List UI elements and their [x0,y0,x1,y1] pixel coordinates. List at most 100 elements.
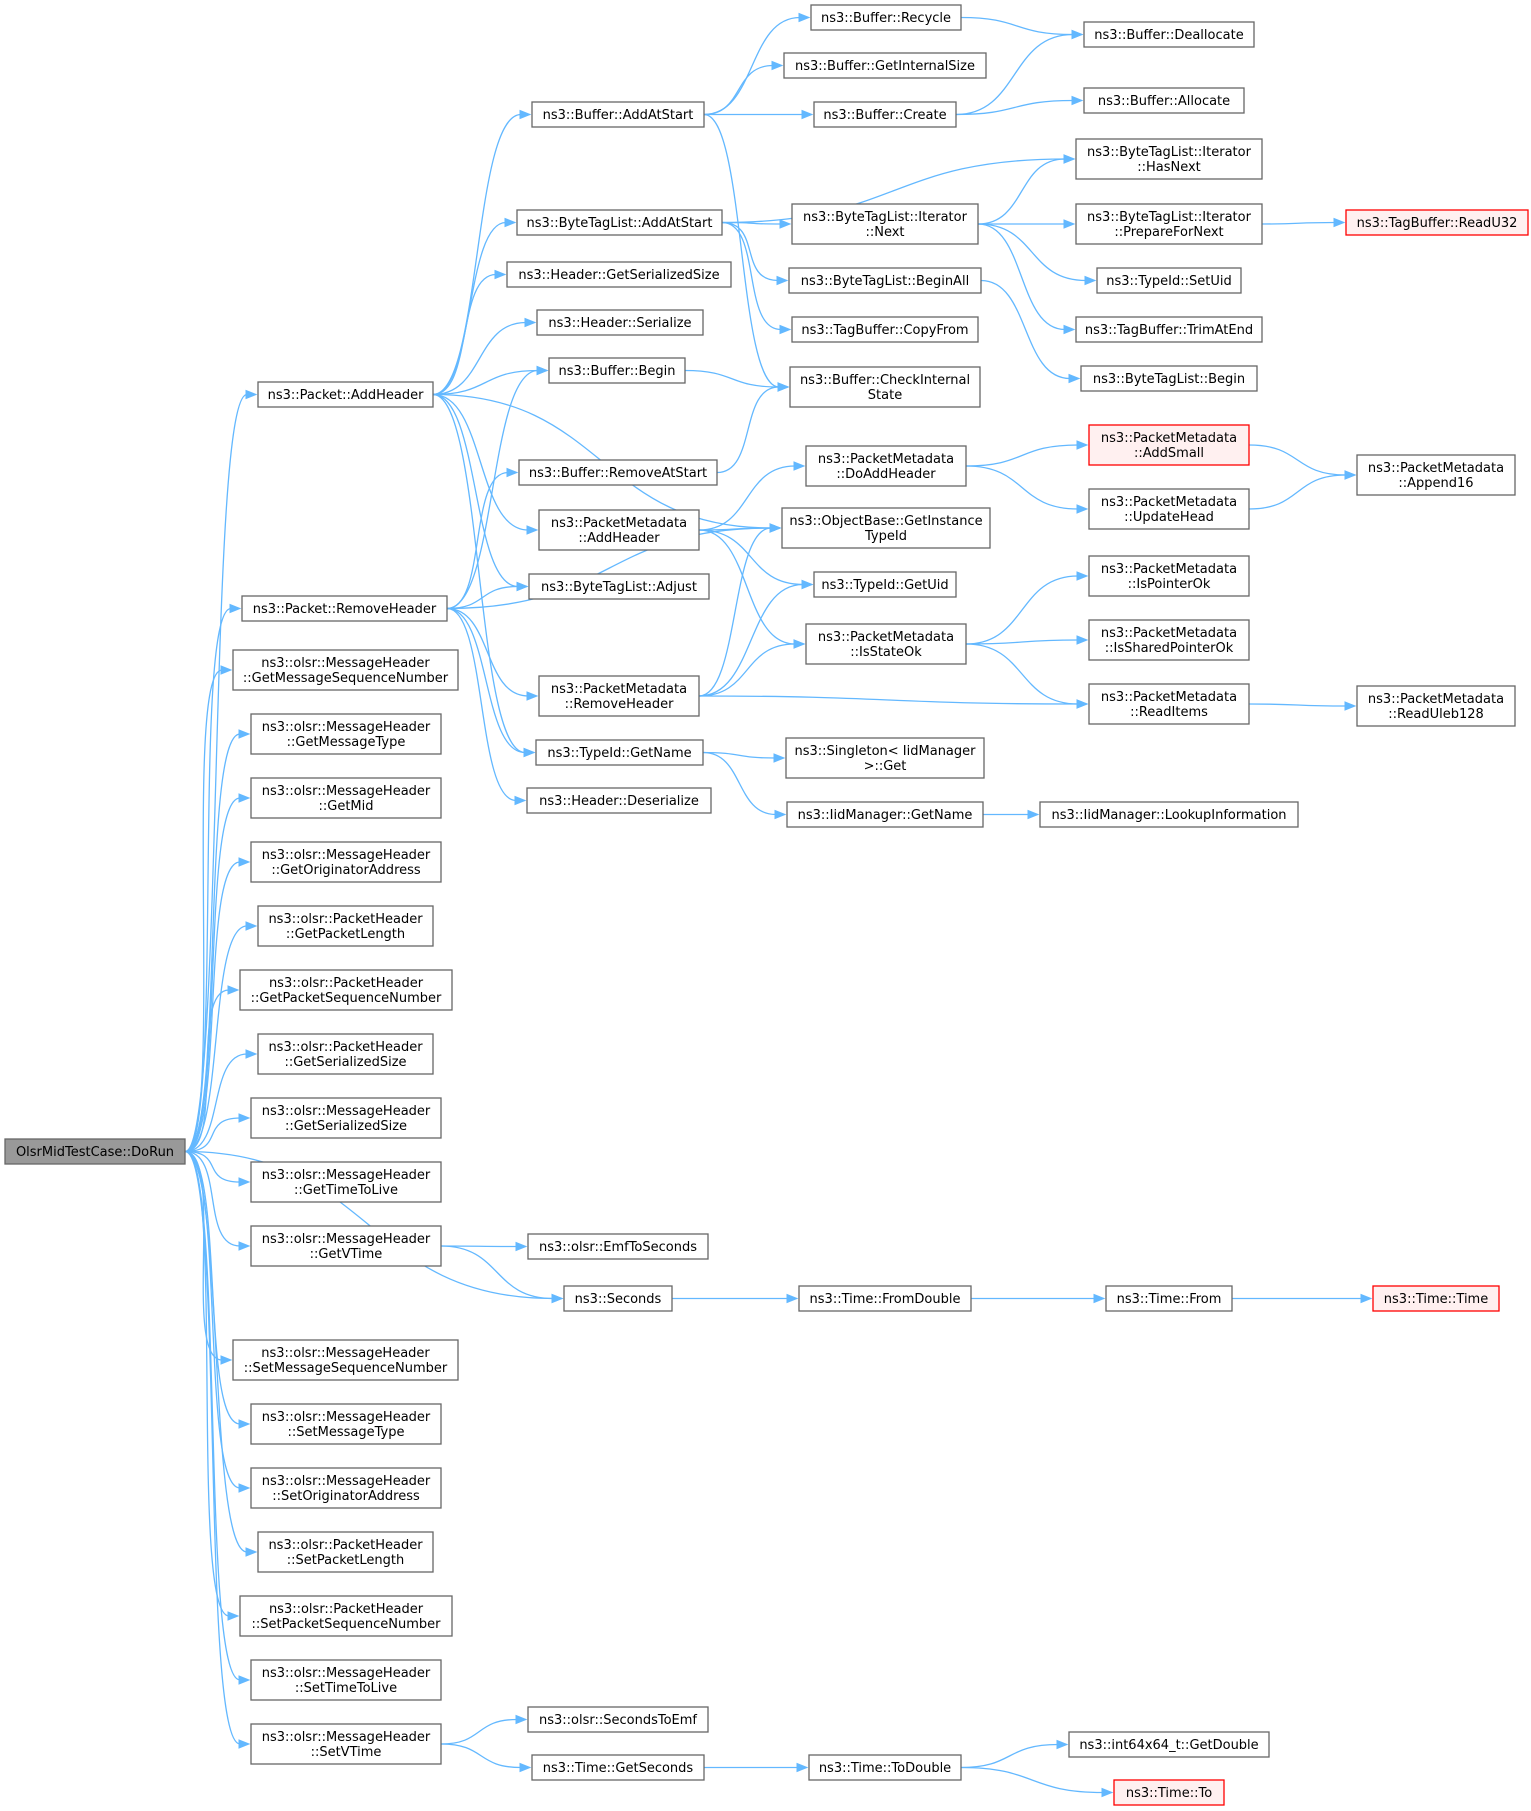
node-tid-getuid[interactable]: ns3::TypeId::GetUid [813,571,957,598]
node-time-getseconds[interactable]: ns3::Time::GetSeconds [531,1754,705,1781]
node-buf-addatstart[interactable]: ns3::Buffer::AddAtStart [531,101,705,128]
node-mh-getsersize[interactable]: ns3::olsr::MessageHeader::GetSerializedS… [250,1097,442,1139]
edge-btli-next-to-tid-setuid [977,223,1097,286]
node-mh-setorig[interactable]: ns3::olsr::MessageHeader::SetOriginatorA… [250,1467,442,1509]
node-label: ns3::olsr::MessageHeader [262,1666,431,1681]
node-box [805,623,967,665]
node-time-todouble[interactable]: ns3::Time::ToDouble [808,1754,962,1781]
node-btli-hasnext[interactable]: ns3::ByteTagList::Iterator::HasNext [1075,138,1263,180]
node-iid-getname[interactable]: ns3::IidManager::GetName [786,801,984,828]
node-mh-setttl[interactable]: ns3::olsr::MessageHeader::SetTimeToLive [250,1659,442,1701]
node-singleton-get[interactable]: ns3::Singleton< IidManager >::Get [785,737,985,779]
node-label: ns3::Buffer::Allocate [1098,94,1230,109]
node-label: ns3::Buffer::AddAtStart [543,108,694,123]
node-tid-getname[interactable]: ns3::TypeId::GetName [535,739,704,766]
node-label: ns3::PacketMetadata [818,452,954,467]
edge-root-to-mh-getmsgtype [184,729,251,1153]
node-seconds-toemf[interactable]: ns3::olsr::SecondsToEmf [527,1706,709,1733]
node-time-time[interactable]: ns3::Time::Time [1372,1285,1500,1312]
node-btl-adjust[interactable]: ns3::ByteTagList::Adjust [528,573,710,600]
node-pm-readuleb128[interactable]: ns3::PacketMetadata::ReadUleb128 [1356,685,1516,727]
node-buf-deallocate[interactable]: ns3::Buffer::Deallocate [1083,21,1255,48]
node-label: ::SetMessageType [288,1425,405,1440]
node-pm-addheader[interactable]: ns3::PacketMetadata::AddHeader [538,509,700,551]
node-mh-setmsgtype[interactable]: ns3::olsr::MessageHeader::SetMessageType [250,1403,442,1445]
node-box [527,1706,709,1733]
node-box [257,1033,434,1075]
node-mh-getttl[interactable]: ns3::olsr::MessageHeader::GetTimeToLive [250,1161,442,1203]
node-ph-setseq[interactable]: ns3::olsr::PacketHeader::SetPacketSequen… [239,1595,453,1637]
node-tagbuf-trimatend[interactable]: ns3::TagBuffer::TrimAtEnd [1075,316,1263,343]
node-box [1088,488,1250,530]
node-box [1372,1285,1500,1312]
node-label: ::IsSharedPointerOk [1105,641,1234,656]
node-buf-removeatstart[interactable]: ns3::Buffer::RemoveAtStart [518,459,718,486]
node-buf-recycle[interactable]: ns3::Buffer::Recycle [810,4,962,31]
node-pm-updatehead[interactable]: ns3::PacketMetadata::UpdateHead [1088,488,1250,530]
node-label: ns3::TagBuffer::TrimAtEnd [1085,323,1253,338]
node-time-from[interactable]: ns3::Time::From [1105,1285,1233,1312]
node-box [1088,619,1250,661]
node-ph-getlen[interactable]: ns3::olsr::PacketHeader::GetPacketLength [257,905,434,947]
node-box [506,261,732,288]
node-tid-setuid[interactable]: ns3::TypeId::SetUid [1096,267,1242,294]
node-ph-getsersize[interactable]: ns3::olsr::PacketHeader::GetSerializedSi… [257,1033,434,1075]
node-hdr-deserialize[interactable]: ns3::Header::Deserialize [526,787,712,814]
node-pm-isstateok[interactable]: ns3::PacketMetadata::IsStateOk [805,623,967,665]
node-hdr-serialize[interactable]: ns3::Header::Serialize [536,309,704,336]
node-box [257,381,434,408]
node-ph-getseq[interactable]: ns3::olsr::PacketHeader::GetPacketSequen… [239,969,453,1011]
node-emf-toseconds[interactable]: ns3::olsr::EmfToSeconds [527,1233,709,1260]
node-label: ns3::olsr::MessageHeader [262,720,431,735]
node-mh-getmid[interactable]: ns3::olsr::MessageHeader::GetMid [250,777,442,819]
edge-pkt-removeheader-to-tid-getname [446,607,536,758]
node-mh-getmsgseq[interactable]: ns3::olsr::MessageHeader::GetMessageSequ… [232,649,459,691]
node-i64-getdouble[interactable]: ns3::int64x64_t::GetDouble [1068,1731,1270,1758]
node-box [788,267,982,294]
node-hdr-getsersize[interactable]: ns3::Header::GetSerializedSize [506,261,732,288]
node-label: ns3::IidManager::LookupInformation [1051,808,1286,823]
node-btl-addatstart[interactable]: ns3::ByteTagList::AddAtStart [516,209,723,236]
node-buf-allocate[interactable]: ns3::Buffer::Allocate [1083,87,1245,114]
node-time-to[interactable]: ns3::Time::To [1113,1779,1225,1806]
edge-root-to-ph-getsersize [184,1049,258,1153]
node-btl-begin[interactable]: ns3::ByteTagList::Begin [1080,365,1258,392]
node-seconds[interactable]: ns3::Seconds [563,1285,673,1312]
node-btl-beginall[interactable]: ns3::ByteTagList::BeginAll [788,267,982,294]
node-mh-getorig[interactable]: ns3::olsr::MessageHeader::GetOriginatorA… [250,841,442,883]
node-ph-setlen[interactable]: ns3::olsr::PacketHeader::SetPacketLength [257,1531,434,1573]
node-mh-getvtime[interactable]: ns3::olsr::MessageHeader::GetVTime [250,1225,442,1267]
node-mh-setmsgseq[interactable]: ns3::olsr::MessageHeader::SetMessageSequ… [232,1339,459,1381]
node-iid-lookupinfo[interactable]: ns3::IidManager::LookupInformation [1039,801,1299,828]
node-pm-doaddheader[interactable]: ns3::PacketMetadata::DoAddHeader [805,445,967,487]
node-btli-next[interactable]: ns3::ByteTagList::Iterator::Next [791,203,979,245]
node-label: ns3::PacketMetadata [1368,692,1504,707]
node-label: ns3::ByteTagList::Iterator [803,210,968,225]
edge-pm-addsmall-to-pm-append16 [1248,444,1357,480]
node-pm-append16[interactable]: ns3::PacketMetadata::Append16 [1356,454,1516,496]
node-pm-readitems[interactable]: ns3::PacketMetadata::ReadItems [1088,683,1250,725]
node-label: ns3::olsr::MessageHeader [262,784,431,799]
node-pm-addsmall[interactable]: ns3::PacketMetadata::AddSmall [1088,424,1250,466]
node-buf-getinternalsize[interactable]: ns3::Buffer::GetInternalSize [783,52,987,79]
node-pm-ispointerok[interactable]: ns3::PacketMetadata::IsPointerOk [1088,555,1250,597]
node-pm-removeheader[interactable]: ns3::PacketMetadata::RemoveHeader [538,675,700,717]
node-mh-setvtime[interactable]: ns3::olsr::MessageHeader::SetVTime [250,1723,442,1765]
node-btli-preparefornext[interactable]: ns3::ByteTagList::Iterator::PrepareForNe… [1075,203,1263,245]
node-buf-create[interactable]: ns3::Buffer::Create [813,101,957,128]
node-buf-begin[interactable]: ns3::Buffer::Begin [548,357,686,384]
node-label: ns3::Seconds [575,1292,662,1307]
node-tagbuf-copyfrom[interactable]: ns3::TagBuffer::CopyFrom [791,316,979,343]
node-time-fromdouble[interactable]: ns3::Time::FromDouble [798,1285,972,1312]
node-mh-getmsgtype[interactable]: ns3::olsr::MessageHeader::GetMessageType [250,713,442,755]
edge-btl-addatstart-to-btl-beginall [721,221,789,286]
node-box [250,841,442,883]
node-pm-issharedpointerok[interactable]: ns3::PacketMetadata::IsSharedPointerOk [1088,619,1250,661]
node-pkt-addheader[interactable]: ns3::Packet::AddHeader [257,381,434,408]
node-tagbuf-readu32[interactable]: ns3::TagBuffer::ReadU32 [1345,209,1529,236]
node-root[interactable]: OlsrMidTestCase::DoRun [4,1138,186,1165]
node-pkt-removeheader[interactable]: ns3::Packet::RemoveHeader [241,595,448,622]
node-box [4,1138,186,1165]
